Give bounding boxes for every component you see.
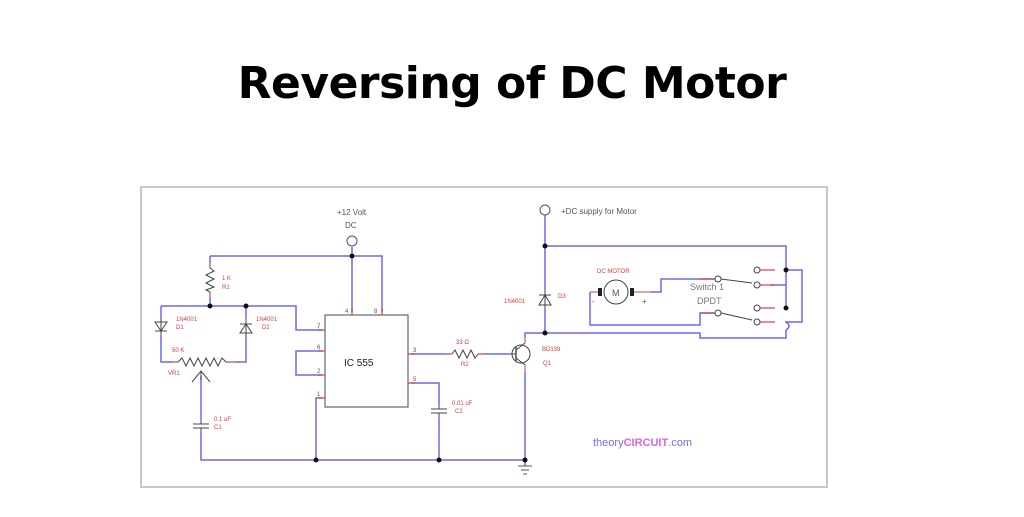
wire-pin6-pin2 [295, 350, 322, 376]
resistor-r2-icon [451, 348, 479, 360]
q1-value: BD139 [542, 347, 561, 353]
ic-pin-3: 3 [413, 348, 417, 354]
r1-ref: R1 [222, 285, 230, 291]
ic-pin-8: 8 [374, 309, 378, 315]
wire-collector-rail [524, 330, 787, 339]
ic-pin-5: 5 [413, 377, 417, 383]
ic-pin-2: 2 [317, 369, 321, 375]
diode-d2-icon [239, 318, 253, 336]
watermark-highlight: CIRCUIT [624, 437, 669, 449]
r2-value: 33 Ω [456, 340, 469, 346]
d3-ref: D3 [558, 294, 566, 300]
wire-d1-bottom [160, 336, 172, 363]
d2-ref: D2 [262, 325, 270, 331]
wires [160, 215, 803, 466]
diode-d3-icon [538, 290, 552, 308]
dpdt-switch-icon [714, 266, 790, 331]
capacitor-c2-icon [431, 405, 447, 418]
ground-icon [518, 465, 532, 475]
ic-pin-6: 6 [317, 345, 321, 351]
ic-pin-4: 4 [345, 309, 349, 315]
capacitor-c1-icon [193, 420, 209, 432]
motor-supply-label: +DC supply for Motor [561, 207, 637, 216]
wire-motor-top-rail [545, 245, 787, 270]
wire-pin1 [315, 397, 322, 460]
c1-value: 0.1 uF [214, 417, 231, 423]
ic-label: IC 555 [344, 358, 374, 369]
r1-value: 1 K [222, 276, 231, 282]
schematic-frame [140, 186, 828, 488]
d1-value: 1N4001 [176, 317, 198, 323]
q1-ref: Q1 [543, 361, 552, 367]
supply-terminal-icon [346, 235, 358, 247]
d2-value: 1N4001 [256, 317, 278, 323]
diode-d1-icon [154, 318, 168, 336]
junction-nodes [207, 243, 789, 463]
resistor-r1-icon [204, 267, 216, 293]
c1-ref: C1 [214, 425, 222, 431]
motor-supply-terminal-icon [539, 204, 551, 216]
c2-value: 0.01 uF [452, 401, 473, 407]
switch-label-1: Switch 1 [690, 282, 724, 292]
wire-pin7 [161, 305, 322, 331]
wire-ground-rail [200, 432, 524, 461]
component-leads [172, 263, 775, 399]
wire-motor-plus [651, 278, 715, 293]
watermark: theoryCIRCUIT.com [593, 437, 692, 449]
slide-title: Reversing of DC Motor [237, 58, 787, 109]
ic-555-chip [324, 314, 409, 408]
d3-value: 1N4001 [504, 299, 526, 305]
watermark-suffix: .com [668, 437, 692, 449]
r2-ref: R2 [461, 362, 469, 368]
d1-ref: D1 [176, 325, 184, 331]
switch-label-2: DPDT [697, 296, 722, 306]
dc-motor-icon [590, 279, 651, 305]
motor-symbol: M [612, 288, 620, 298]
c2-ref: C2 [455, 409, 463, 415]
wire-d2-bottom [236, 336, 247, 363]
vr1-value: 50 K [172, 348, 184, 354]
vr1-ref: VR1 [168, 371, 180, 377]
motor-minus: - [592, 297, 595, 306]
potentiometer-vr1-icon [177, 356, 230, 368]
supply-label-2: DC [345, 221, 357, 230]
ic-pin-7: 7 [317, 324, 321, 330]
supply-label-1: +12 Volt [337, 208, 367, 217]
ic-pin-1: 1 [317, 392, 321, 398]
wire-top-rail [210, 255, 383, 312]
wire-pin5 [411, 382, 440, 405]
transistor-q1-icon [511, 338, 531, 372]
watermark-prefix: theory [593, 437, 624, 449]
wire-switch-right [785, 269, 803, 323]
motor-plus: + [642, 297, 647, 306]
motor-label: DC MOTOR [597, 269, 630, 275]
